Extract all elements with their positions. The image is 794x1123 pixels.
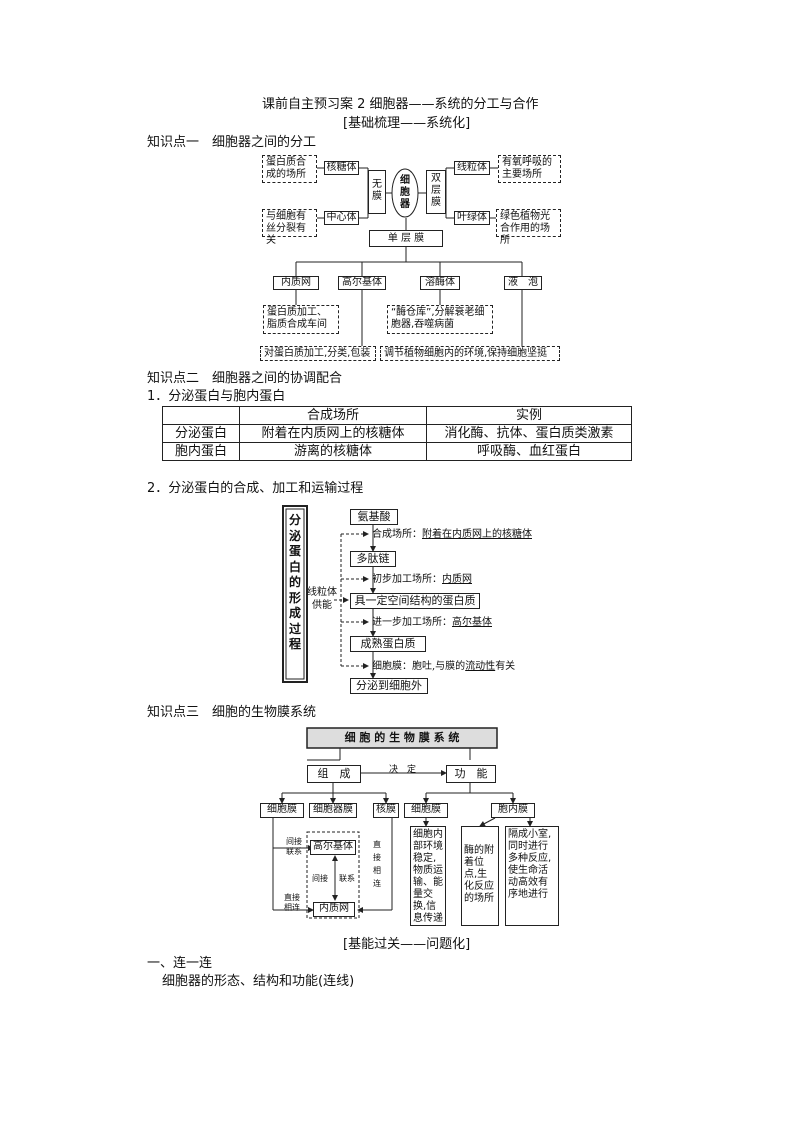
vacuole-function: 调节植物细胞内的环境,保持细胞坚挺: [380, 346, 560, 361]
flow-step: 分泌到细胞外: [350, 678, 428, 694]
flow-note: 合成场所：附着在内质网上的核糖体: [372, 529, 532, 540]
flow-note: 细胞膜：胞吐,与膜的流动性有关: [372, 661, 516, 672]
mitochondria-box: 线粒体: [454, 161, 490, 175]
no-membrane-box: 无膜: [368, 170, 386, 214]
im-function-box: 胞内膜: [491, 803, 535, 818]
indirect-label: 间接联系: [286, 837, 302, 856]
section-subtitle: [基能过关——问题化]: [343, 937, 471, 952]
organelle-center: 细胞器: [400, 175, 410, 210]
table-cell: 附着在内质网上的核糖体: [239, 424, 427, 443]
lysosome-function: “酶仓库”,分解衰老细胞器,吞噬病菌: [387, 305, 493, 334]
er-box: 内质网: [273, 276, 319, 290]
er-function: 蛋白质加工、脂质合成车间: [263, 305, 339, 334]
direct-right-label: 直接相连: [373, 840, 381, 888]
lysosome-box: 溶酶体: [420, 276, 460, 290]
function-detail: 细胞内部环境稳定,物质运输、能量交换,信息传递: [410, 826, 446, 926]
centrosome-box: 中心体: [324, 211, 359, 225]
golgi-function: 对蛋白质加工,分类,包装: [260, 346, 376, 361]
double-membrane-box: 双层膜: [426, 170, 446, 214]
ribosome-box: 核糖体: [324, 161, 359, 175]
golgi-box: 高尔基体: [310, 840, 356, 855]
kp3-heading: 知识点三 细胞的生物膜系统: [147, 705, 317, 720]
mitochondria-function: 有氧呼吸的主要场所: [498, 155, 561, 183]
kp2-sub1: 1．分泌蛋白与胞内蛋白: [147, 389, 286, 404]
page-title: 课前自主预习案 2 细胞器——系统的分工与合作: [262, 97, 539, 112]
flow-note: 初步加工场所：内质网: [372, 574, 472, 585]
energy-label: 线粒体供能: [307, 587, 337, 611]
vacuole-box: 液 泡: [504, 276, 542, 290]
chloroplast-box: 叶绿体: [454, 211, 490, 225]
exercise-task: 细胞器的形态、结构和功能(连线): [162, 974, 355, 989]
kp2-heading: 知识点二 细胞器之间的协调配合: [147, 371, 343, 386]
membrane-system-title: 细 胞 的 生 物 膜 系 统: [344, 731, 460, 744]
single-membrane-box: 单 层 膜: [369, 230, 443, 247]
function-detail: 隔成小室,同时进行多种反应,使生命活动高效有序地进行: [505, 826, 559, 926]
er-box: 内质网: [313, 902, 355, 917]
table-cell: 合成场所: [239, 406, 427, 425]
decides-label: 决 定: [389, 765, 417, 775]
flow-step: 成熟蛋白质: [350, 636, 426, 652]
cm-function-box: 细胞膜: [404, 803, 448, 818]
table-cell: 胞内蛋白: [162, 442, 240, 461]
direct-label: 直接相连: [284, 893, 300, 912]
indirect-inner: 间接: [312, 874, 328, 883]
flow-side-label: 分泌蛋白的形成过程: [288, 513, 301, 651]
kp2-sub2: 2．分泌蛋白的合成、加工和运输过程: [147, 481, 364, 496]
exercise-section: 一、连一连: [147, 956, 213, 971]
chloroplast-function: 绿色植物光合作用的场所: [496, 209, 561, 246]
ribosome-function: 蛋白质合成的场所: [262, 155, 317, 183]
table-header-row: 合成场所 实例: [162, 406, 632, 425]
composition-box: 组 成: [307, 765, 361, 783]
table-cell: 呼吸酶、血红蛋白: [426, 442, 632, 461]
kp1-heading: 知识点一 细胞器之间的分工: [147, 135, 317, 150]
organelle-membrane-box: 细胞器膜: [309, 803, 357, 818]
link-inner: 联系: [339, 874, 355, 883]
flow-step: 具一定空间结构的蛋白质: [350, 593, 480, 609]
flow-note: 进一步加工场所：高尔基体: [372, 617, 492, 628]
centrosome-function: 与细胞有丝分裂有关: [262, 209, 317, 246]
protein-comparison-table: 合成场所 实例 分泌蛋白 附着在内质网上的核糖体 消化酶、抗体、蛋白质类激素 胞…: [162, 406, 632, 461]
table-row: 胞内蛋白 游离的核糖体 呼吸酶、血红蛋白: [162, 442, 632, 461]
table-cell: 游离的核糖体: [239, 442, 427, 461]
flow-step: 多肽链: [350, 551, 396, 567]
cell-membrane-box: 细胞膜: [260, 803, 304, 818]
function-detail: 酶的附着位点,生化反应的场所: [461, 826, 499, 926]
function-box: 功 能: [446, 765, 496, 783]
section-subtitle: [基础梳理——系统化]: [343, 116, 471, 131]
golgi-box: 高尔基体: [338, 276, 386, 290]
nuclear-membrane-box: 核膜: [373, 803, 399, 818]
flow-step: 氨基酸: [350, 509, 398, 525]
